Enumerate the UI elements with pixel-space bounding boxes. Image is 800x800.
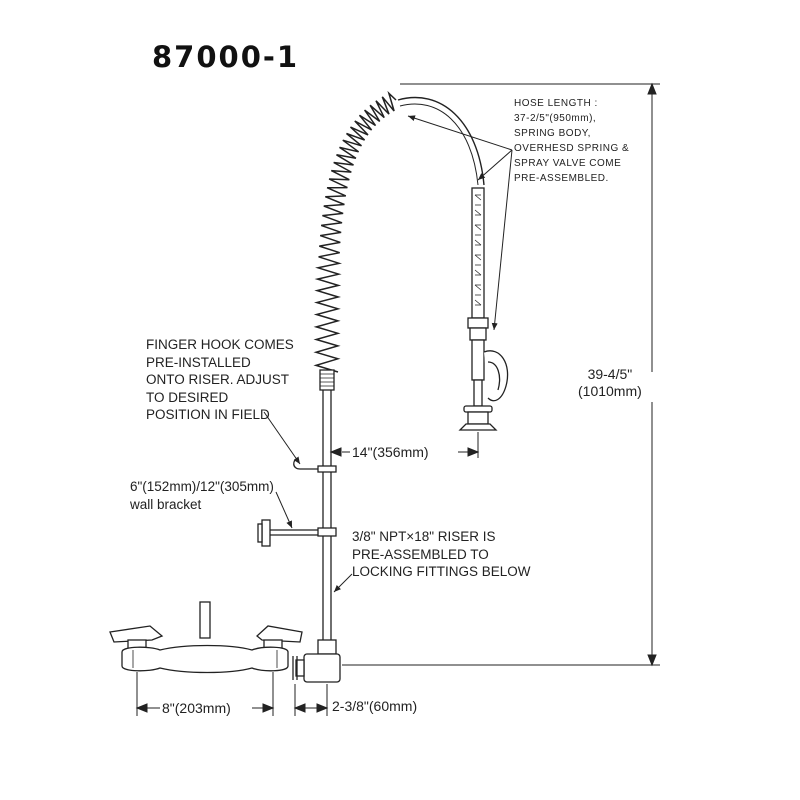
hose-length-note: HOSE LENGTH : 37-2/5"(950mm), SPRING BOD… xyxy=(514,98,630,184)
riser-note: 3/8" NPT×18" RISER IS PRE-ASSEMBLED TO L… xyxy=(352,529,531,579)
spray-valve xyxy=(458,187,509,431)
finger-hook xyxy=(293,457,337,473)
spring-coil xyxy=(313,90,397,373)
wall-bracket-note: 6"(152mm)/12"(305mm) wall bracket xyxy=(130,479,274,512)
base-fitting xyxy=(292,639,341,683)
leader-lines xyxy=(263,115,513,593)
hose-arc xyxy=(397,96,485,186)
model-number-title: 87000-1 xyxy=(152,40,300,74)
dimension-lines xyxy=(135,82,660,716)
wall-offset-dimension-label: 2-3/8"(60mm) xyxy=(332,698,418,714)
height-dimension-label: 39-4/5" (1010mm) xyxy=(578,366,642,399)
riser-pipe xyxy=(319,369,335,640)
reach-dimension-label: 14"(356mm) xyxy=(352,444,429,460)
wall-bracket xyxy=(257,519,337,547)
faucet-center-dimension-label: 8"(203mm) xyxy=(162,700,231,716)
wall-faucet xyxy=(109,601,303,674)
finger-hook-note: FINGER HOOK COMES PRE-INSTALLED ONTO RIS… xyxy=(146,337,294,422)
